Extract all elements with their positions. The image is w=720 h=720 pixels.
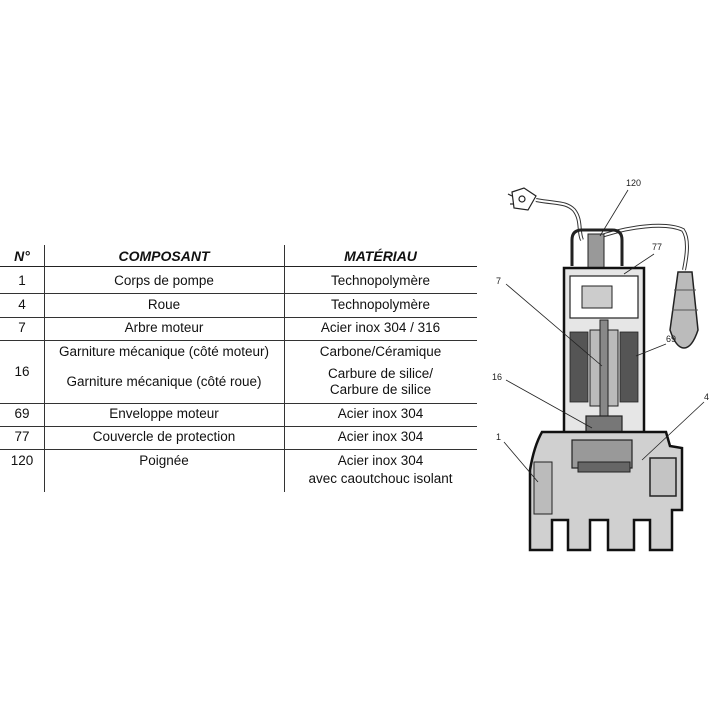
callout-77: 77 — [652, 242, 662, 252]
cell-material: Acier inox 304 / 316 — [320, 320, 441, 335]
column-divider-2 — [284, 245, 285, 492]
cell-component: Poignée — [139, 453, 189, 468]
cell-material: Technopolymère — [330, 273, 431, 288]
callout-1: 1 — [496, 432, 501, 442]
table-row: 1 Corps de pompe Technopolymère — [0, 272, 477, 292]
cell-num: 69 — [14, 406, 30, 421]
cell-material: avec caoutchouc isolant — [308, 471, 453, 486]
row-separator — [0, 317, 477, 318]
cell-num: 4 — [18, 297, 26, 312]
header-component: COMPOSANT — [118, 248, 210, 264]
callout-4: 4 — [704, 392, 709, 402]
cell-component: Corps de pompe — [114, 273, 214, 288]
row-separator — [0, 293, 477, 294]
cell-component: Couvercle de protection — [92, 429, 236, 444]
callout-120: 120 — [626, 178, 641, 188]
header-num: N° — [14, 248, 30, 264]
cell-component: Garniture mécanique (côté moteur) — [58, 344, 270, 359]
cell-component: Garniture mécanique (côté roue) — [66, 374, 262, 389]
callout-leaders — [503, 189, 705, 483]
cell-material: Carbure de silice/ — [327, 366, 434, 381]
cell-component: Enveloppe moteur — [109, 406, 219, 421]
cell-component: Roue — [147, 297, 181, 312]
cell-num: 1 — [18, 273, 26, 288]
cell-num: 77 — [14, 429, 30, 444]
row-separator — [0, 403, 477, 404]
pump-body — [528, 430, 684, 552]
table-row: 4 Roue Technopolymère — [0, 296, 477, 316]
header-separator — [0, 266, 477, 267]
cell-component: Arbre moteur — [124, 320, 204, 335]
row-separator — [0, 340, 477, 341]
table-row: 69 Enveloppe moteur Acier inox 304 — [0, 405, 477, 425]
impeller — [577, 461, 631, 473]
cell-num: 120 — [10, 453, 34, 468]
table-row: 16 Garniture mécanique (côté moteur) Gar… — [0, 341, 477, 401]
row-separator — [0, 449, 477, 450]
cell-material: Carbure de silice — [329, 382, 432, 397]
column-divider-1 — [44, 245, 45, 492]
pump-diagram: 120 77 7 69 16 4 1 — [492, 178, 709, 552]
motor-windings — [569, 331, 639, 403]
handle — [570, 228, 624, 266]
callout-16: 16 — [492, 372, 502, 382]
cell-material: Carbone/Céramique — [319, 344, 442, 359]
float-switch — [669, 271, 699, 349]
callout-69: 69 — [666, 334, 676, 344]
table-row: 7 Arbre moteur Acier inox 304 / 316 — [0, 319, 477, 339]
callout-7: 7 — [496, 276, 501, 286]
cell-material: Acier inox 304 — [337, 406, 424, 421]
plug-icon — [507, 187, 537, 211]
table-row: 77 Couvercle de protection Acier inox 30… — [0, 428, 477, 448]
cell-num: 16 — [14, 364, 30, 379]
cell-material: Technopolymère — [330, 297, 431, 312]
cell-material: Acier inox 304 — [337, 429, 424, 444]
row-separator — [0, 426, 477, 427]
cell-material: Acier inox 304 — [337, 453, 424, 468]
header-material: MATÉRIAU — [344, 248, 417, 264]
table-row: 120 Poignée Acier inox 304 avec caoutcho… — [0, 452, 477, 492]
cell-num: 7 — [18, 320, 26, 335]
